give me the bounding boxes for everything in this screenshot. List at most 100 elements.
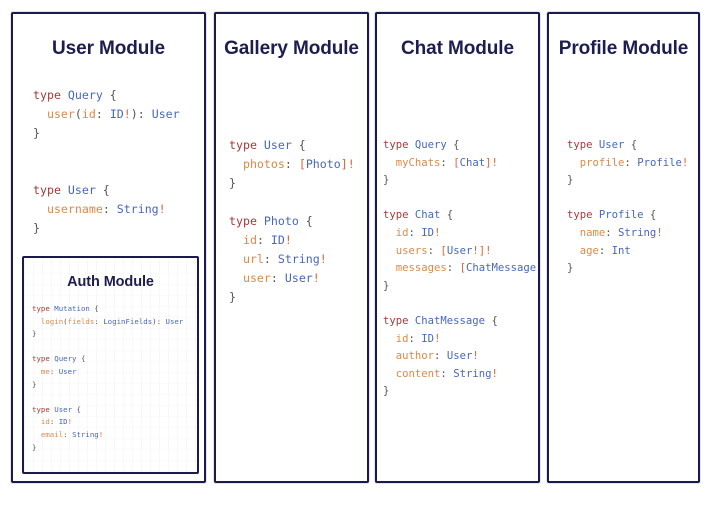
- code-line: type Photo {: [229, 212, 355, 231]
- code-token: User: [151, 107, 180, 121]
- code-line: }: [33, 219, 180, 238]
- code-token: type: [229, 138, 264, 152]
- code-token: Photo: [263, 214, 299, 228]
- code-token: [383, 333, 396, 345]
- code-token: }: [383, 279, 390, 292]
- code-line: }: [383, 383, 538, 401]
- code-token: :: [605, 226, 619, 239]
- code-token: [33, 107, 47, 121]
- code-token: ID: [421, 226, 435, 239]
- code-token: users: [395, 244, 428, 257]
- code-token: :: [49, 366, 59, 376]
- code-token: profile: [579, 156, 625, 169]
- code-token: {: [72, 404, 81, 414]
- code-token: }: [32, 329, 37, 339]
- code-token: User: [263, 138, 292, 152]
- code-token: [: [440, 244, 447, 257]
- panel-title-user-module: User Module: [52, 38, 165, 59]
- code-line: type Mutation {: [32, 303, 183, 316]
- code-line: type ChatMessage {: [383, 313, 538, 331]
- code-token: fields: [67, 316, 95, 326]
- code-line: [383, 295, 538, 313]
- code-token: id: [242, 233, 257, 247]
- code-token: ]: [536, 262, 538, 274]
- code-token: String: [277, 252, 320, 266]
- code-block-auth-module: type Mutation { login(fields: LoginField…: [32, 303, 183, 454]
- code-token: {: [89, 304, 99, 313]
- code-token: [229, 157, 243, 171]
- code-line: id: ID!: [32, 416, 183, 429]
- code-line: type Query {: [33, 86, 180, 105]
- code-token: [: [459, 262, 466, 275]
- code-token: me: [40, 366, 50, 376]
- code-line: }: [229, 174, 355, 193]
- code-token: !: [67, 417, 73, 427]
- code-token: [32, 367, 41, 376]
- code-token: id: [81, 107, 96, 121]
- code-line: username: String!: [33, 200, 180, 219]
- code-line: user(id: ID!): User: [33, 105, 180, 124]
- code-token: type: [33, 88, 68, 102]
- code-token: :: [440, 156, 454, 169]
- code-token: Mutation: [54, 304, 90, 313]
- code-token: :: [446, 262, 460, 275]
- code-token: User: [446, 244, 473, 257]
- code-token: !: [491, 156, 498, 169]
- code-token: ]: [485, 156, 492, 169]
- code-line: id: ID!: [383, 331, 538, 349]
- code-token: }: [383, 174, 390, 187]
- code-token: [229, 252, 243, 266]
- code-token: User: [598, 139, 625, 151]
- code-line: login(fields: LoginFields): User: [32, 316, 183, 329]
- code-token: {: [291, 138, 306, 152]
- code-block-user-module: type Query { user(id: ID!): User} type U…: [33, 86, 180, 238]
- code-line: age: Int: [567, 243, 688, 261]
- code-line: users: [User!]!: [383, 243, 538, 261]
- code-token: user: [242, 271, 271, 285]
- code-token: content: [395, 367, 441, 380]
- code-token: }: [383, 385, 390, 398]
- code-token: [383, 157, 396, 169]
- code-token: photos: [242, 157, 285, 171]
- code-line: id: ID!: [383, 225, 538, 243]
- code-token: :: [408, 226, 422, 239]
- code-token: User: [165, 316, 184, 326]
- code-token: !: [434, 226, 441, 239]
- code-line: me: User: [32, 366, 183, 379]
- code-token: :: [95, 107, 110, 121]
- code-token: User: [446, 350, 473, 363]
- code-token: !: [319, 252, 327, 266]
- code-line: profile: Profile!: [567, 155, 688, 173]
- panel-auth-module[interactable]: Auth Module type Mutation { login(fields…: [22, 256, 199, 474]
- panel-gallery-module[interactable]: Gallery Module type User { photos: [Phot…: [214, 12, 369, 483]
- code-token: [567, 245, 580, 257]
- code-token: [567, 157, 580, 169]
- code-token: ID: [270, 233, 285, 247]
- code-line: type User {: [32, 404, 183, 417]
- code-line: [383, 190, 538, 208]
- code-line: [33, 162, 180, 181]
- panel-chat-module[interactable]: Chat Module type Query { myChats: [Chat]…: [375, 12, 540, 483]
- code-token: login: [40, 316, 64, 326]
- code-token: ID: [421, 332, 435, 345]
- code-token: ID: [58, 417, 68, 427]
- code-token: type: [383, 314, 415, 327]
- code-token: Photo: [305, 157, 341, 171]
- code-token: String: [453, 367, 492, 380]
- code-line: }: [383, 278, 538, 296]
- code-token: username: [46, 202, 103, 216]
- code-token: age: [579, 244, 599, 257]
- code-token: User: [58, 366, 77, 376]
- code-token: !: [434, 332, 441, 345]
- panel-user-module[interactable]: User Module type Query { user(id: ID!): …: [11, 12, 206, 483]
- code-token: id: [395, 332, 409, 345]
- code-token: Chat: [459, 156, 486, 169]
- code-line: }: [32, 442, 183, 455]
- code-token: :: [94, 316, 104, 326]
- code-line: }: [567, 260, 688, 278]
- code-token: author: [395, 350, 435, 363]
- panel-profile-module[interactable]: Profile Module type User { profile: Prof…: [547, 12, 700, 483]
- code-token: url: [242, 252, 264, 266]
- code-token: Query: [54, 354, 77, 364]
- code-token: [229, 271, 243, 285]
